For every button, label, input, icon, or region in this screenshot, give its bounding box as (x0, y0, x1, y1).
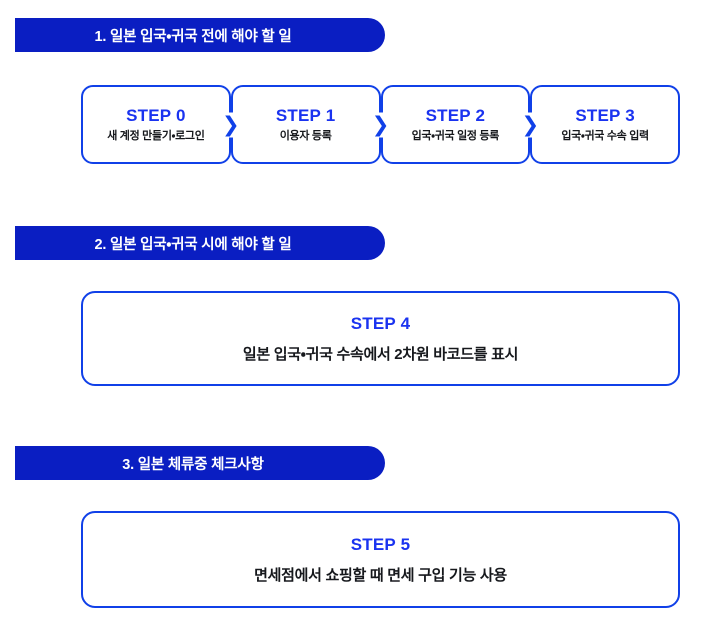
step-content-step-2: STEP 2 입국・귀국 일정 등록 (408, 106, 504, 143)
step-box-step-0 (81, 85, 231, 164)
chevron-right-icon-1: ❯ (370, 112, 391, 137)
step-box-step-1 (230, 85, 381, 164)
step-cell-step-2[interactable]: STEP 2 입국・귀국 일정 등록 ❯ (380, 85, 541, 164)
step-subtitle-step-0: 새 계정 만들기・로그인 (107, 130, 205, 143)
step-cell-step-3[interactable]: STEP 3 입국・귀국 수속 입력 (530, 85, 680, 164)
section-header-1-title: 1. 일본 입국・귀국 전에 해야 할 일 (94, 28, 292, 45)
step-cell-step-1[interactable]: STEP 1 이용자 등록 ❯ (230, 85, 391, 164)
chevron-right-icon-0: ❯ (220, 112, 241, 137)
section-header-2: 2. 일본 입국・귀국 시에 해야 할 일 (15, 226, 385, 260)
step-content-step-3: STEP 3 입국・귀국 수속 입력 (557, 106, 653, 143)
step-content-step-0: STEP 0 새 계정 만들기・로그인 (103, 106, 208, 143)
step-box-step-5[interactable]: STEP 5 면세점에서 쇼핑할 때 면세 구입 기능 사용 (81, 511, 680, 608)
step-box-step-3 (530, 85, 680, 164)
step-title-step-0: STEP 0 (126, 105, 186, 125)
step-title-step-3: STEP 3 (575, 105, 635, 125)
step-subtitle-step-1: 이용자 등록 (279, 130, 332, 143)
section-header-3-title: 3. 일본 체류중 체크사항 (122, 456, 264, 473)
step-subtitle-step-4: 일본 입국・귀국 수속에서 2차원 바코드를 표시 (242, 345, 519, 363)
section-header-1: 1. 일본 입국・귀국 전에 해야 할 일 (15, 18, 385, 52)
chevron-right-icon-2: ❯ (520, 112, 541, 137)
section-header-2-title: 2. 일본 입국・귀국 시에 해야 할 일 (94, 236, 292, 253)
step-subtitle-step-2: 입국・귀국 일정 등록 (411, 130, 500, 143)
step-content-step-1: STEP 1 이용자 등록 (272, 106, 339, 143)
step-title-step-2: STEP 2 (425, 105, 486, 125)
step-cell-step-0[interactable]: STEP 0 새 계정 만들기・로그인 ❯ (81, 85, 241, 164)
step-subtitle-step-5: 면세점에서 쇼핑할 때 면세 구입 기능 사용 (254, 566, 507, 584)
step-subtitle-step-3: 입국・귀국 수속 입력 (561, 130, 649, 143)
step-title-step-1: STEP 1 (275, 105, 336, 125)
step-row-section-1: STEP 0 새 계정 만들기・로그인 ❯ STEP 1 이용자 등록 ❯ ST… (81, 85, 680, 164)
step-title-step-5: STEP 5 (350, 534, 411, 554)
section-header-3: 3. 일본 체류중 체크사항 (15, 446, 385, 480)
step-box-step-4[interactable]: STEP 4 일본 입국・귀국 수속에서 2차원 바코드를 표시 (81, 291, 680, 386)
step-title-step-4: STEP 4 (350, 313, 411, 333)
